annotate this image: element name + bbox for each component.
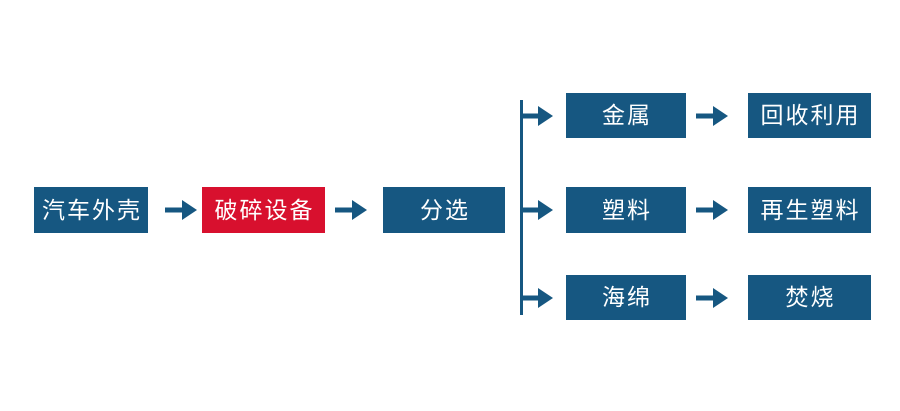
branch-arrow-right-icon	[521, 288, 553, 308]
arrow-right-icon	[696, 288, 728, 308]
flow-node-sorting-label: 分选	[420, 196, 470, 223]
arrow-right-icon	[696, 200, 728, 220]
flow-node-metal: 金属	[566, 93, 686, 138]
flow-node-incineration-label: 焚烧	[785, 284, 836, 310]
branch-arrow-right-icon	[521, 106, 553, 126]
flow-node-plastic: 塑料	[566, 187, 686, 233]
branch-arrow-right-icon	[521, 200, 553, 220]
flow-node-car-shell-label: 汽车外壳	[42, 196, 142, 223]
flow-node-crushing-equipment-label: 破碎设备	[214, 196, 315, 223]
flow-node-metal-label: 金属	[602, 102, 652, 128]
flow-node-recycled-plastic: 再生塑料	[748, 187, 871, 233]
arrow-right-icon	[165, 200, 197, 220]
flow-node-crushing-equipment: 破碎设备	[202, 187, 325, 233]
arrow-right-icon	[335, 200, 367, 220]
flow-node-sponge-label: 海绵	[602, 284, 652, 310]
flow-node-sponge: 海绵	[566, 275, 686, 320]
arrow-right-icon	[696, 106, 728, 126]
flow-node-plastic-label: 塑料	[602, 196, 652, 223]
flow-node-car-shell: 汽车外壳	[34, 187, 148, 233]
flow-node-recycling-label: 回收利用	[760, 102, 861, 128]
flow-node-incineration: 焚烧	[748, 275, 871, 320]
flow-node-recycled-plastic-label: 再生塑料	[760, 196, 861, 223]
flow-node-recycling: 回收利用	[748, 93, 871, 138]
flow-node-sorting: 分选	[383, 187, 505, 233]
